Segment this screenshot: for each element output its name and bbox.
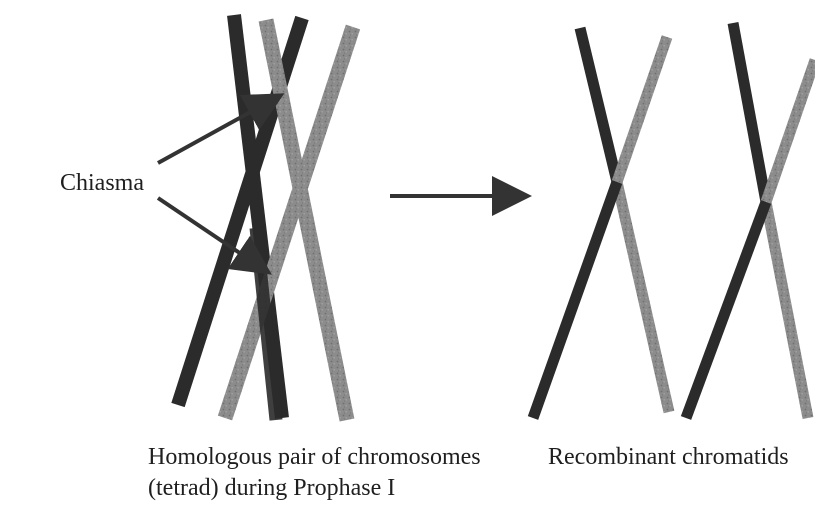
- tetrad-caption-line1: Homologous pair of chromosomes: [148, 442, 481, 473]
- recombinant-chromatid-2a-bottom: [766, 202, 808, 418]
- recombinant-chromatids: [533, 23, 815, 418]
- chiasma-label: Chiasma: [60, 168, 144, 199]
- recombinant-chromatid-1b-top: [617, 37, 667, 182]
- tetrad-caption-line2: (tetrad) during Prophase I: [148, 473, 481, 504]
- recombinant-chromatid-2b-top: [766, 60, 815, 202]
- tetrad: [178, 15, 353, 420]
- recombinant-chromatid-1b-bottom: [533, 182, 617, 418]
- recombinant-chromatid-2a-top: [733, 23, 766, 202]
- recombinant-caption: Recombinant chromatids: [548, 442, 789, 473]
- recombinant-chromatid-2b-bottom: [686, 202, 766, 418]
- recombinant-chromatid-1a-bottom: [617, 182, 669, 412]
- recombinant-chromatid-1a-top: [580, 28, 617, 182]
- tetrad-caption: Homologous pair of chromosomes (tetrad) …: [148, 442, 481, 504]
